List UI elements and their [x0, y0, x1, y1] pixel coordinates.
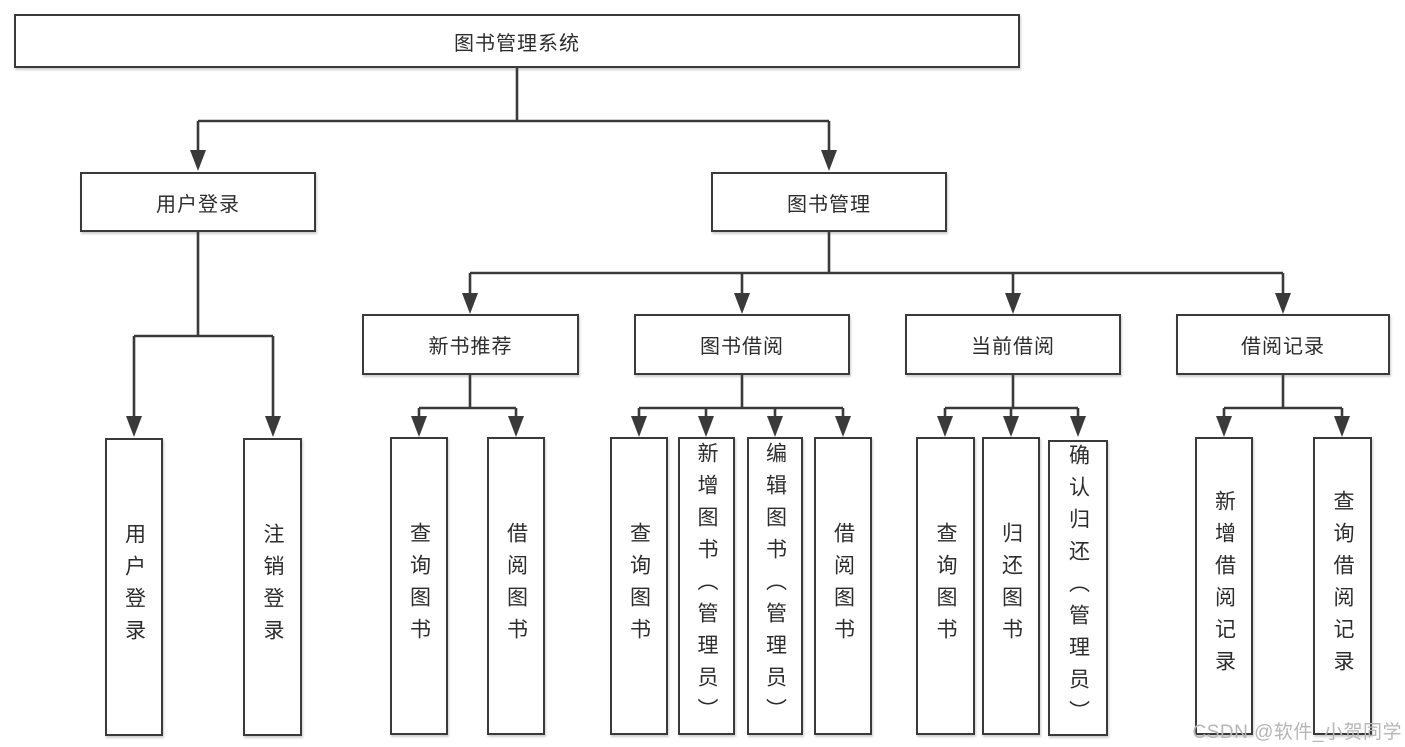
connector-root-to-level2	[190, 68, 837, 171]
leaf-add-book-admin-label: 新增图书（管理员）	[695, 442, 718, 730]
leaf-return-books: 归还图书	[982, 437, 1040, 735]
leaf-borrow-books-borrowing-label: 借阅图书	[831, 522, 855, 650]
node-library-management-system: 图书管理系统	[14, 14, 1020, 68]
node-borrowing-records: 借阅记录	[1176, 314, 1390, 375]
leaf-user-login-label: 用户登录	[122, 523, 146, 651]
leaf-confirm-return-admin: 确认归还（管理员）	[1048, 440, 1108, 736]
leaf-return-books-label: 归还图书	[999, 522, 1023, 650]
leaf-query-books-borrowing: 查询图书	[610, 437, 668, 735]
arrow-down-icon	[190, 150, 206, 171]
leaf-query-borrow-record: 查询借阅记录	[1313, 437, 1372, 735]
leaf-query-books-newbook: 查询图书	[390, 437, 448, 735]
connector-new-book-to-leaves	[411, 375, 524, 437]
arrow-down-icon	[265, 416, 281, 437]
leaf-edit-book-admin-label: 编辑图书（管理员）	[763, 442, 787, 730]
arrow-down-icon	[1003, 416, 1019, 437]
node-book-borrowing-label: 图书借阅	[700, 336, 784, 358]
arrow-down-icon	[508, 416, 524, 437]
node-library-management-system-label: 图书管理系统	[454, 32, 580, 55]
leaf-logout-label: 注销登录	[261, 523, 284, 651]
leaf-add-borrow-record-label: 新增借阅记录	[1212, 490, 1236, 682]
arrow-down-icon	[835, 416, 851, 437]
node-current-borrowing: 当前借阅	[905, 314, 1121, 375]
arrow-down-icon	[1334, 416, 1350, 437]
arrow-down-icon	[734, 293, 750, 314]
node-new-book-recommend: 新书推荐	[362, 314, 579, 375]
arrow-down-icon	[821, 150, 837, 171]
leaf-query-borrow-record-label: 查询借阅记录	[1331, 490, 1354, 682]
leaf-query-books-current-label: 查询图书	[934, 522, 957, 650]
arrow-down-icon	[767, 416, 783, 437]
leaf-query-books-borrowing-label: 查询图书	[627, 522, 651, 650]
node-book-management-label: 图书管理	[787, 193, 871, 216]
leaf-user-login: 用户登录	[105, 438, 163, 736]
arrow-down-icon	[937, 416, 953, 437]
node-new-book-recommend-label: 新书推荐	[428, 336, 513, 358]
connector-current-borrowing-to-leaves	[937, 375, 1086, 437]
arrow-down-icon	[1005, 293, 1021, 314]
node-user-login: 用户登录	[80, 172, 316, 232]
leaf-edit-book-admin: 编辑图书（管理员）	[747, 437, 803, 735]
connector-book-management-to-level3	[462, 232, 1291, 314]
node-book-borrowing: 图书借阅	[634, 314, 850, 375]
leaf-borrow-books-newbook-label: 借阅图书	[504, 522, 528, 650]
arrow-down-icon	[1275, 293, 1291, 314]
arrow-down-icon	[462, 293, 478, 314]
leaf-confirm-return-admin-label: 确认归还（管理员）	[1066, 444, 1090, 732]
leaf-borrow-books-borrowing: 借阅图书	[814, 437, 872, 735]
node-book-management: 图书管理	[711, 172, 947, 232]
leaf-add-borrow-record: 新增借阅记录	[1195, 437, 1253, 735]
arrow-down-icon	[1216, 416, 1232, 437]
leaf-logout: 注销登录	[243, 438, 302, 736]
leaf-borrow-books-newbook: 借阅图书	[487, 437, 545, 735]
arrow-down-icon	[126, 416, 142, 437]
arrow-down-icon	[411, 416, 427, 437]
csdn-watermark: CSDN @软件_小贺同学	[1192, 722, 1402, 743]
leaf-add-book-admin: 新增图书（管理员）	[678, 437, 735, 735]
node-current-borrowing-label: 当前借阅	[971, 336, 1055, 358]
leaf-query-books-newbook-label: 查询图书	[407, 522, 431, 650]
node-user-login-label: 用户登录	[156, 193, 240, 216]
connector-user-login-to-leaves	[126, 232, 281, 437]
connector-book-borrowing-to-leaves	[631, 375, 851, 437]
connector-borrowing-records-to-leaves	[1216, 375, 1350, 437]
arrow-down-icon	[698, 416, 714, 437]
node-borrowing-records-label: 借阅记录	[1241, 336, 1325, 358]
leaf-query-books-current: 查询图书	[916, 437, 975, 735]
arrow-down-icon	[631, 416, 647, 437]
arrow-down-icon	[1070, 416, 1086, 437]
